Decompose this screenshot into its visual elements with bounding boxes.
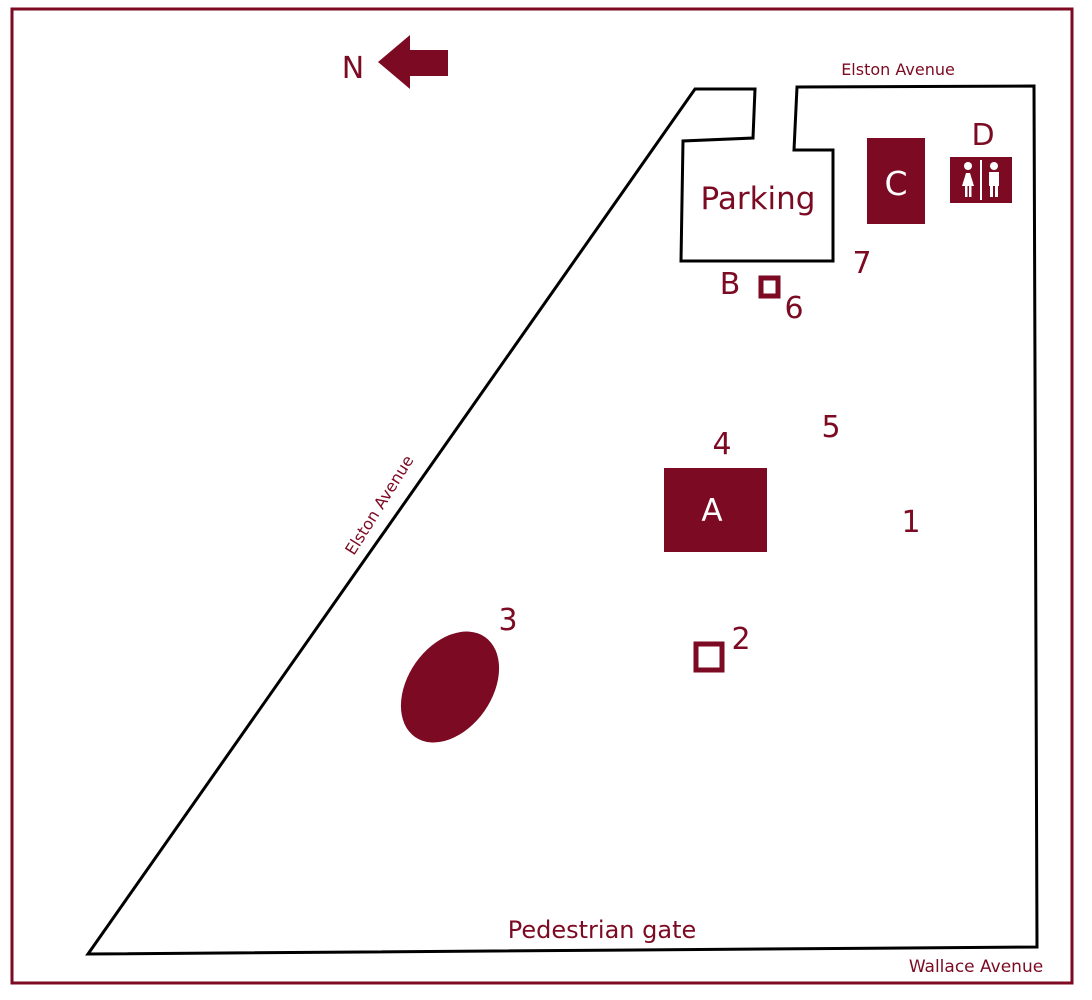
- marker-7: 7: [852, 246, 871, 281]
- small-structure-6: [758, 275, 781, 299]
- building-a: [664, 468, 767, 552]
- arrow-left-icon: [378, 35, 448, 89]
- marker-2: 2: [731, 622, 750, 657]
- north-label: N: [342, 51, 364, 86]
- marker-1: 1: [901, 505, 920, 540]
- building-c-label: C: [884, 164, 907, 203]
- north-indicator: N: [342, 35, 448, 89]
- building-d-label: D: [971, 118, 994, 153]
- park-boundary: [85, 84, 1039, 956]
- pond: [400, 631, 500, 743]
- street-label-bottom-right: Wallace Avenue: [909, 957, 1043, 977]
- restroom-icon: [950, 157, 1012, 203]
- building-a-label: A: [701, 493, 722, 529]
- street-label-top: Elston Avenue: [841, 60, 955, 79]
- marker-4: 4: [712, 427, 731, 462]
- pedestrian-gate-label: Pedestrian gate: [508, 916, 697, 944]
- parking-label: Parking: [701, 181, 816, 217]
- small-structure-2: [693, 641, 725, 673]
- marker-3: 3: [498, 603, 517, 638]
- building-c: [867, 138, 925, 224]
- marker-5: 5: [821, 410, 840, 445]
- marker-6: 6: [784, 291, 803, 326]
- building-b-label: B: [720, 267, 741, 302]
